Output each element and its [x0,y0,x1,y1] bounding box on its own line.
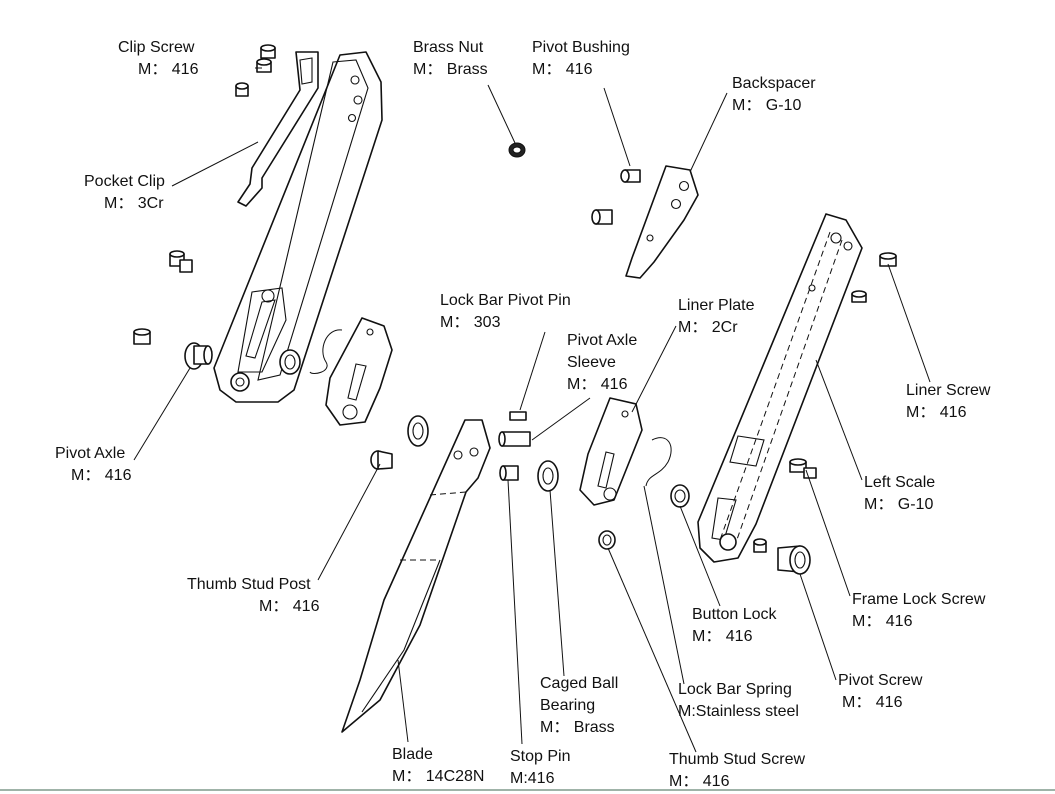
lock-plate-part [325,317,393,426]
button-lock-part [670,484,690,508]
backspacer-part [625,165,699,279]
label-liner-screw: Liner Screw M： 416 [906,382,991,421]
pivot-bushings-part [591,169,641,225]
label-thumb-stud-post: Thumb Stud Post M： 416 [187,576,320,615]
liner-screws-part [851,252,897,303]
blade-part [341,419,491,733]
label-pivot-screw: Pivot Screw M： 416 [838,672,923,711]
brass-nut-part [508,142,526,158]
label-brass-nut: Brass Nut M： Brass [413,39,488,78]
spring-left-part [309,329,343,375]
thumb-stud-screw-part [598,530,616,550]
label-button-lock: Button Lock M： 416 [692,606,777,645]
label-pivot-axle-sleeve: Pivot Axle Sleeve M： 416 [567,332,638,393]
label-liner-plate: Liner Plate M： 2Cr [678,297,755,336]
label-lock-bar-pivot-pin: Lock Bar Pivot Pin M： 303 [440,292,571,331]
caged-ball-bearings-part [407,415,559,492]
label-pivot-axle: Pivot Axle M： 416 [55,445,132,484]
lock-bar-spring-part [645,437,672,487]
left-scale-part [697,213,863,563]
label-pivot-bushing: Pivot Bushing M： 416 [532,39,630,78]
label-left-scale: Left Scale M： G-10 [864,474,936,513]
handle-scale-part [213,51,383,403]
label-clip-screw: Clip Screw M： 416 [118,39,199,78]
label-blade: Blade M： 14C28N [392,746,485,785]
frame-lock-screws-part [753,458,817,553]
bottom-divider [0,789,1055,791]
label-frame-lock-screw: Frame Lock Screw M： 416 [852,591,986,630]
label-stop-pin: Stop Pin M:416 [510,748,571,787]
pivot-screw-part [777,545,811,575]
clip-screws-part [133,44,276,345]
leader-lines [133,67,931,753]
label-lock-bar-spring: Lock Bar Spring M:Stainless steel [678,681,799,720]
liner-plate-part [579,397,643,506]
label-pocket-clip: Pocket Clip M： 3Cr [84,173,165,212]
pocket-clip-part [237,51,319,207]
pins-part [498,411,531,481]
label-thumb-stud-screw: Thumb Stud Screw M： 416 [669,751,806,790]
label-backspacer: Backspacer M： G-10 [732,75,816,114]
pivot-axle-part [184,342,213,370]
washer-part [279,349,301,375]
thumb-stud-post-part [370,450,393,470]
label-caged-ball-bearing: Caged Ball Bearing M： Brass [540,675,619,736]
